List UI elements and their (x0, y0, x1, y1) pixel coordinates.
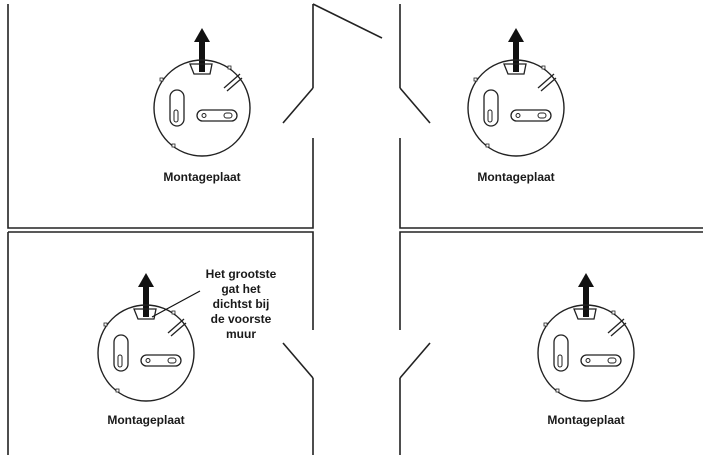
callout-line-3: dichtst bij (213, 297, 270, 311)
plate-label: Montageplaat (547, 413, 624, 427)
mounting-plate-1: Montageplaat (153, 28, 251, 184)
callout-line-5: muur (226, 327, 256, 341)
plate-icon (153, 59, 251, 157)
callout: Het grootste gat het dichtst bij de voor… (206, 267, 277, 341)
mounting-plate-4: Montageplaat (537, 273, 635, 427)
door-top-center (312, 3, 383, 39)
door-bottom-left (282, 342, 314, 379)
plate-label: Montageplaat (163, 170, 240, 184)
wall-bottom-right (399, 231, 703, 455)
callout-line-1: Het grootste (206, 267, 277, 281)
plate-label: Montageplaat (107, 413, 184, 427)
wall-top-right (399, 4, 703, 229)
wall-top-left (7, 4, 314, 229)
walls (7, 3, 703, 455)
mounting-plate-2: Montageplaat (467, 28, 565, 184)
door-bottom-right (399, 342, 431, 379)
plate-label: Montageplaat (477, 170, 554, 184)
up-arrow-icon (138, 273, 154, 317)
plate-icon (467, 59, 565, 157)
up-arrow-icon (508, 28, 524, 72)
wall-bottom-left (7, 231, 314, 455)
mounting-plate-3: Montageplaat (97, 273, 201, 427)
callout-line-4: de voorste (211, 312, 272, 326)
up-arrow-icon (194, 28, 210, 72)
plate-icon (97, 304, 195, 402)
up-arrow-icon (578, 273, 594, 317)
callout-leader-line (151, 290, 201, 318)
door-top-left (282, 87, 314, 124)
door-top-right (399, 87, 431, 124)
callout-line-2: gat het (221, 282, 260, 296)
plate-icon (537, 304, 635, 402)
